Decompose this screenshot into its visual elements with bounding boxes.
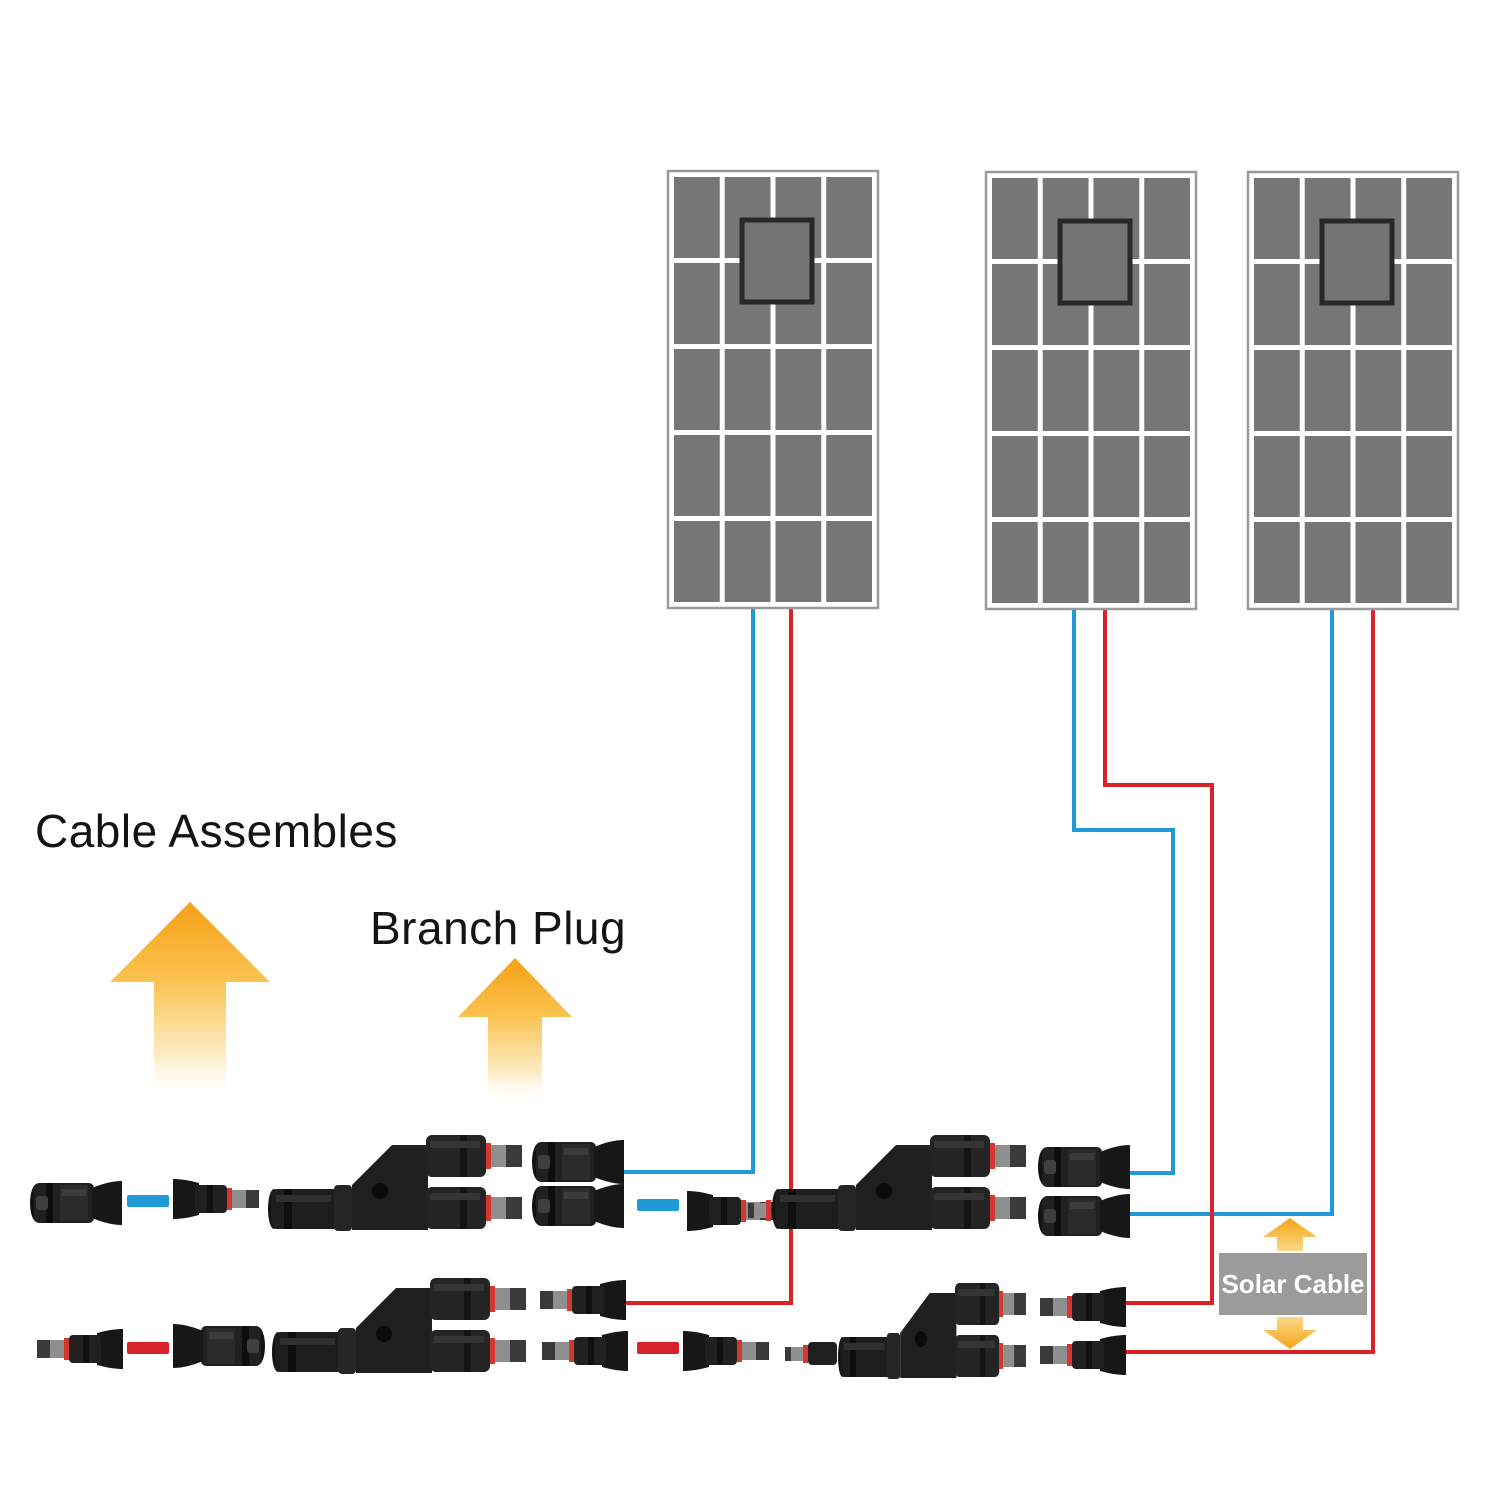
panel-cell: [724, 435, 771, 516]
y-branch-plug-4: [838, 1283, 1026, 1379]
female-connector-pair-top: [532, 1140, 624, 1184]
female-connector-pair-top: [1038, 1145, 1130, 1189]
male-cap-connector: [1040, 1287, 1126, 1327]
solar-panel-3: [1246, 170, 1460, 611]
panel-cell: [674, 435, 720, 516]
male-cap-connector: [540, 1280, 626, 1320]
y-branch-plug-3: [272, 1278, 526, 1374]
blue-mate-dash: [127, 1195, 169, 1207]
panel-cell: [674, 349, 720, 430]
panel-cell: [826, 521, 872, 602]
panel-cell: [1093, 436, 1140, 517]
male-cap-connector: [1040, 1335, 1126, 1375]
panel-cell: [1144, 178, 1190, 259]
cable-assembles-label: Cable Assembles: [35, 805, 398, 857]
connectors-top-row: [30, 1135, 1130, 1238]
cable-assembles-arrow-icon: [110, 902, 270, 1100]
branch-plug-arrow-icon: [458, 958, 572, 1105]
solar-panels: [666, 169, 1460, 611]
panel-cell: [1304, 350, 1351, 431]
panel-cell: [1406, 264, 1452, 345]
arrows-layer: [110, 902, 1317, 1349]
panel-cell: [992, 264, 1038, 345]
solar-panel-1: [666, 169, 880, 610]
solar-cable-label: Solar Cable: [1219, 1253, 1367, 1315]
panel-cell: [1144, 264, 1190, 345]
panel-cell: [1406, 436, 1452, 517]
panel-cell: [826, 435, 872, 516]
panel-cell: [1093, 350, 1140, 431]
panel-cell: [1355, 436, 1402, 517]
junction-box: [1057, 218, 1133, 306]
panel-cell: [992, 350, 1038, 431]
panel-cell: [1254, 178, 1300, 259]
female-connector: [173, 1324, 265, 1368]
panel-cell: [1042, 522, 1089, 603]
panel-cell: [775, 349, 822, 430]
panel-cell: [1042, 350, 1089, 431]
y-branch-input-pin: [748, 1200, 771, 1221]
panel-cell: [724, 521, 771, 602]
solar-panel-2: [984, 170, 1198, 611]
male-connector: [683, 1331, 769, 1371]
panel-cell: [992, 178, 1038, 259]
branch-plug-label: Branch Plug: [370, 902, 627, 954]
panel-cell: [1093, 522, 1140, 603]
panel-cell: [1406, 522, 1452, 603]
inline-pin-connector: [785, 1342, 837, 1365]
panel-cell: [1254, 350, 1300, 431]
panel-cell: [1144, 522, 1190, 603]
male-connector: [37, 1329, 123, 1369]
female-connector: [30, 1181, 122, 1225]
blue-mate-dash: [637, 1199, 679, 1211]
panel-cell: [1254, 522, 1300, 603]
panel-cell: [1304, 522, 1351, 603]
red-mate-dash: [127, 1342, 169, 1354]
panel-cell: [775, 521, 822, 602]
panel-cell: [992, 522, 1038, 603]
solar-cable-up-arrow-icon: [1263, 1218, 1317, 1251]
panel-cell: [1304, 436, 1351, 517]
panel-cell: [1355, 350, 1402, 431]
junction-box: [1319, 218, 1395, 306]
panel-cell: [1406, 350, 1452, 431]
male-cap-connector: [542, 1331, 628, 1371]
panel-cell: [674, 263, 720, 344]
panel-cell: [775, 435, 822, 516]
male-connector: [173, 1179, 259, 1219]
connectors-bottom-row: [37, 1278, 1126, 1379]
panel-cell: [1406, 178, 1452, 259]
panel-cell: [1254, 264, 1300, 345]
panel-cell: [674, 521, 720, 602]
panel1-red-wire: [622, 298, 793, 1305]
panel-cell: [724, 349, 771, 430]
female-connector-pair-bottom: [532, 1184, 624, 1228]
panel-cell: [826, 263, 872, 344]
panel-cell: [826, 177, 872, 258]
female-connector-pair-bottom: [1038, 1194, 1130, 1238]
panel-cell: [1355, 522, 1402, 603]
panel2-blue-wire: [1072, 298, 1175, 1175]
panel2-red-wire: [1103, 298, 1214, 1305]
y-branch-plug-2: [772, 1135, 1026, 1231]
panel-cell: [674, 177, 720, 258]
panel3-red-wire: [1123, 298, 1375, 1354]
panel-cell: [992, 436, 1038, 517]
panel-cell: [826, 349, 872, 430]
y-branch-plug-1: [268, 1135, 522, 1231]
red-mate-dash: [637, 1342, 679, 1354]
solar-cable-down-arrow-icon: [1263, 1317, 1317, 1349]
panel-cell: [1144, 436, 1190, 517]
panel-cell: [1144, 350, 1190, 431]
panel-cell: [1042, 436, 1089, 517]
junction-box: [739, 217, 815, 305]
panel-cell: [1254, 436, 1300, 517]
